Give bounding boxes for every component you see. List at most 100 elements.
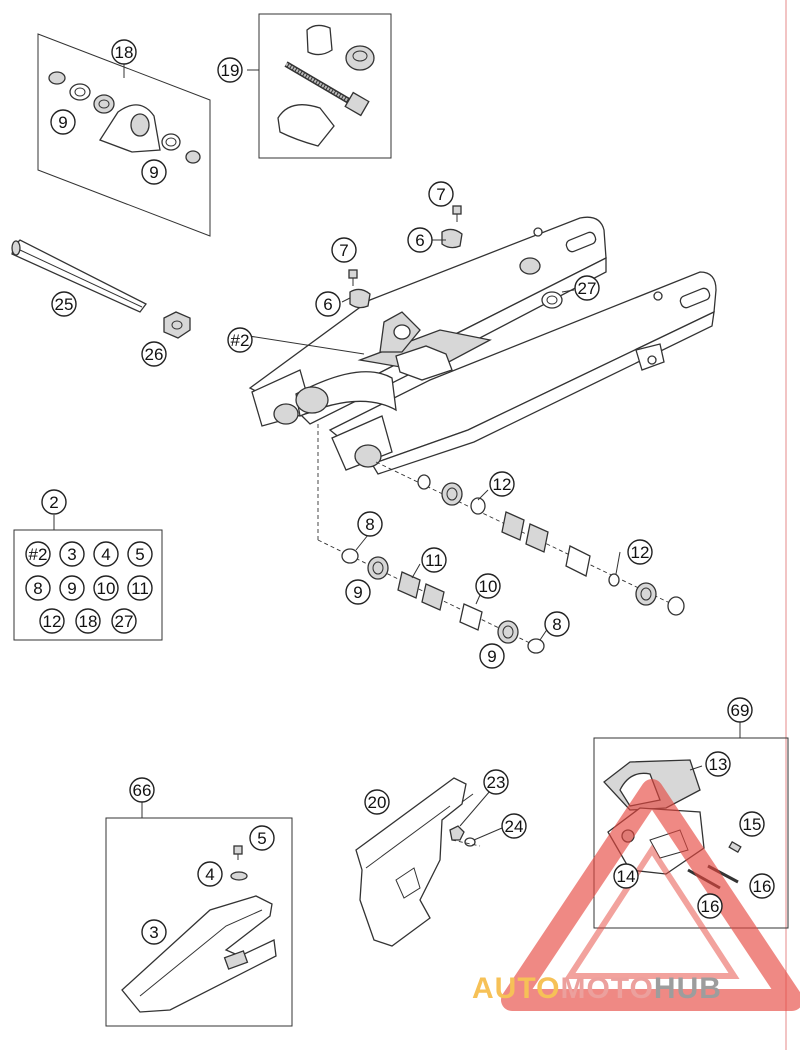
kit-2-item: 9 bbox=[59, 575, 85, 601]
callout-c10-label: 10 bbox=[479, 577, 498, 596]
kit-2-item: #2 bbox=[25, 541, 51, 567]
callout-c7a: 7 bbox=[428, 181, 454, 207]
callout-c12b-label: 12 bbox=[631, 543, 650, 562]
callout-c26-circle bbox=[141, 341, 167, 367]
callout-c10-circle bbox=[475, 573, 501, 599]
kit-2-item-label: 5 bbox=[135, 545, 144, 564]
callout-c8a-label: 8 bbox=[365, 515, 374, 534]
callout-c5-label: 5 bbox=[257, 829, 266, 848]
bolt-7-upper bbox=[452, 205, 462, 222]
callout-c16b-circle bbox=[697, 893, 723, 919]
bearing-stack-right bbox=[375, 461, 685, 616]
callout-c9b-label: 9 bbox=[149, 163, 158, 182]
kit-2-item-label: 18 bbox=[79, 612, 98, 631]
callout-c11: 11 bbox=[421, 547, 447, 573]
callout-c13-label: 13 bbox=[709, 755, 728, 774]
callout-c27-label: 27 bbox=[578, 279, 597, 298]
callout-c26: 26 bbox=[141, 341, 167, 367]
callout-c14-circle bbox=[613, 863, 639, 889]
callout-c4-label: 4 bbox=[205, 865, 214, 884]
kit-2-item-label: 11 bbox=[131, 579, 149, 598]
kit-2-item: 3 bbox=[59, 541, 85, 567]
callout-c12a: 12 bbox=[489, 471, 515, 497]
kit-2-item-label: #2 bbox=[29, 545, 48, 564]
axle-nut bbox=[163, 311, 191, 339]
callout-c6b-label: 6 bbox=[323, 295, 332, 314]
callout-c69: 69 bbox=[727, 697, 753, 723]
bushing-27 bbox=[541, 291, 563, 309]
callout-c19-circle bbox=[217, 57, 243, 83]
clip-6-lower bbox=[349, 288, 371, 309]
kit-2-item-label: 3 bbox=[67, 545, 76, 564]
callout-c25: 25 bbox=[51, 291, 77, 317]
callout-c2ref: #2 bbox=[227, 327, 253, 353]
kit-2-item: 8 bbox=[25, 575, 51, 601]
kit-2-item: 10 bbox=[93, 575, 119, 601]
callout-c9a: 9 bbox=[50, 109, 76, 135]
callout-c20: 20 bbox=[364, 789, 390, 815]
kit-2-item: 18 bbox=[75, 608, 101, 634]
callout-c2: 2 bbox=[41, 489, 67, 515]
kit-2-item-circle bbox=[39, 608, 65, 634]
callout-c26-label: 26 bbox=[145, 345, 164, 364]
callout-c12b-circle bbox=[627, 539, 653, 565]
clip-6-upper bbox=[441, 228, 463, 249]
callout-c3-label: 3 bbox=[149, 923, 158, 942]
callout-c8b-label: 8 bbox=[552, 615, 561, 634]
callout-c15-label: 15 bbox=[743, 815, 762, 834]
slider-parts-4-5 bbox=[230, 845, 248, 881]
callout-c66-circle bbox=[129, 777, 155, 803]
chain-slider-3 bbox=[121, 895, 277, 1013]
callout-c15: 15 bbox=[739, 811, 765, 837]
callout-c4: 4 bbox=[197, 861, 223, 887]
group-18-box bbox=[37, 33, 211, 237]
kit-2-item-label: 9 bbox=[67, 579, 76, 598]
callout-c8b: 8 bbox=[544, 611, 570, 637]
watermark-triangle bbox=[501, 779, 800, 1011]
callout-c8b-circle bbox=[544, 611, 570, 637]
callout-c6a: 6 bbox=[407, 227, 433, 253]
callout-c6b: 6 bbox=[315, 291, 341, 317]
callout-c2-circle bbox=[41, 489, 67, 515]
callout-c9b-circle bbox=[141, 159, 167, 185]
callout-c6a-circle bbox=[407, 227, 433, 253]
callout-c16b-label: 16 bbox=[701, 897, 720, 916]
callout-c16a-label: 16 bbox=[753, 877, 772, 896]
swingarm-body bbox=[248, 216, 717, 475]
kit-2-item-circle bbox=[111, 608, 137, 634]
callout-c24-circle bbox=[501, 813, 527, 839]
kit-2-item-circle bbox=[93, 541, 119, 567]
kit-2-item: 11 bbox=[127, 575, 153, 601]
callout-c16a: 16 bbox=[749, 873, 775, 899]
callout-c24: 24 bbox=[501, 813, 527, 839]
callout-c9c-circle bbox=[345, 579, 371, 605]
kit-2-item-circle bbox=[127, 575, 153, 601]
callout-c15-circle bbox=[739, 811, 765, 837]
callout-c7a-label: 7 bbox=[436, 185, 445, 204]
callout-c18-circle bbox=[111, 39, 137, 65]
callout-c9d-circle bbox=[479, 643, 505, 669]
callout-c9c: 9 bbox=[345, 579, 371, 605]
callout-c25-circle bbox=[51, 291, 77, 317]
kit-2-item: 5 bbox=[127, 541, 153, 567]
callout-c16a-circle bbox=[749, 873, 775, 899]
kit-2-item: 4 bbox=[93, 541, 119, 567]
callout-c5: 5 bbox=[249, 825, 275, 851]
kit-2-box bbox=[13, 515, 163, 641]
nut-23-washer-24 bbox=[449, 825, 481, 847]
bolt-7-lower bbox=[348, 269, 358, 286]
group-19-box bbox=[247, 13, 392, 159]
callout-c12a-circle bbox=[489, 471, 515, 497]
callout-c7b-circle bbox=[331, 237, 357, 263]
kit-2-item-circle bbox=[25, 541, 51, 567]
group-18-parts bbox=[48, 71, 201, 164]
callout-c14-label: 14 bbox=[617, 867, 636, 886]
callout-c9a-circle bbox=[50, 109, 76, 135]
kit-2-item-label: 27 bbox=[115, 612, 134, 631]
callout-c18: 18 bbox=[111, 39, 137, 65]
callout-c66-label: 66 bbox=[133, 781, 152, 800]
callout-c7b-label: 7 bbox=[339, 241, 348, 260]
callout-c12b: 12 bbox=[627, 539, 653, 565]
callout-c23: 23 bbox=[483, 769, 509, 795]
